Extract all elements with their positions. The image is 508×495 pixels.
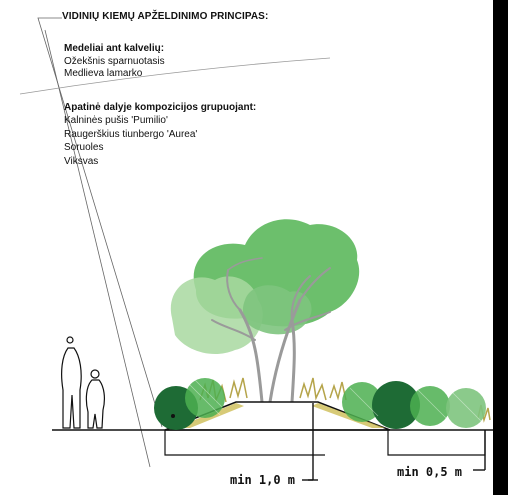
person-adult-body <box>61 347 82 429</box>
list-item: Viksvas <box>64 155 99 167</box>
canopy-light <box>170 276 263 355</box>
shrub-hatched-right-2 <box>410 386 450 426</box>
dimension-markers <box>302 403 486 481</box>
tree-canopy <box>170 219 360 355</box>
person-child-head <box>90 369 100 379</box>
people-figures <box>61 336 105 429</box>
shrub-light-right <box>446 388 486 428</box>
person-adult-head <box>66 336 74 344</box>
section-lower-group: Apatinė dalyje kompozicijos grupuojant: … <box>64 101 256 168</box>
title-leader <box>37 17 163 428</box>
list-item: Raugerškius tiunbergo 'Aurea' <box>64 128 198 140</box>
hatching <box>189 379 483 423</box>
section-lower-heading: Apatinė dalyje kompozicijos grupuojant: <box>64 102 257 113</box>
shrub-hatched-right-1 <box>342 382 382 422</box>
item-leader <box>44 29 151 468</box>
shrub-hatched-left <box>185 378 225 418</box>
page-title: VIDINIŲ KIEMŲ APŽELDINIMO PRINCIPAS: <box>62 11 269 22</box>
list-item: Ožekšnis sparnuotasis <box>64 55 165 67</box>
tree-branches <box>211 257 331 404</box>
right-edge-bar <box>493 0 508 495</box>
planter-outlines <box>164 430 486 456</box>
section-divider-arc <box>19 57 331 95</box>
marker-dot <box>171 414 175 418</box>
section-trees: Medeliai ant kalvelių: Ožekšnis sparnuot… <box>64 43 165 81</box>
person-child-body <box>85 379 105 429</box>
section-trees-heading: Medeliai ant kalvelių: <box>64 43 165 54</box>
list-item: Medlieva lamarko <box>64 68 143 79</box>
height-dimension-label: min 1,0 m <box>230 473 296 487</box>
list-item: Soruoles <box>64 142 104 154</box>
leader-lines <box>19 17 331 468</box>
depth-dimension-label: min 0,5 m <box>397 465 463 479</box>
shrub-dark-right <box>372 381 420 429</box>
shrubs <box>154 378 486 430</box>
list-item: Kalninės pušis 'Pumilio' <box>64 115 168 127</box>
